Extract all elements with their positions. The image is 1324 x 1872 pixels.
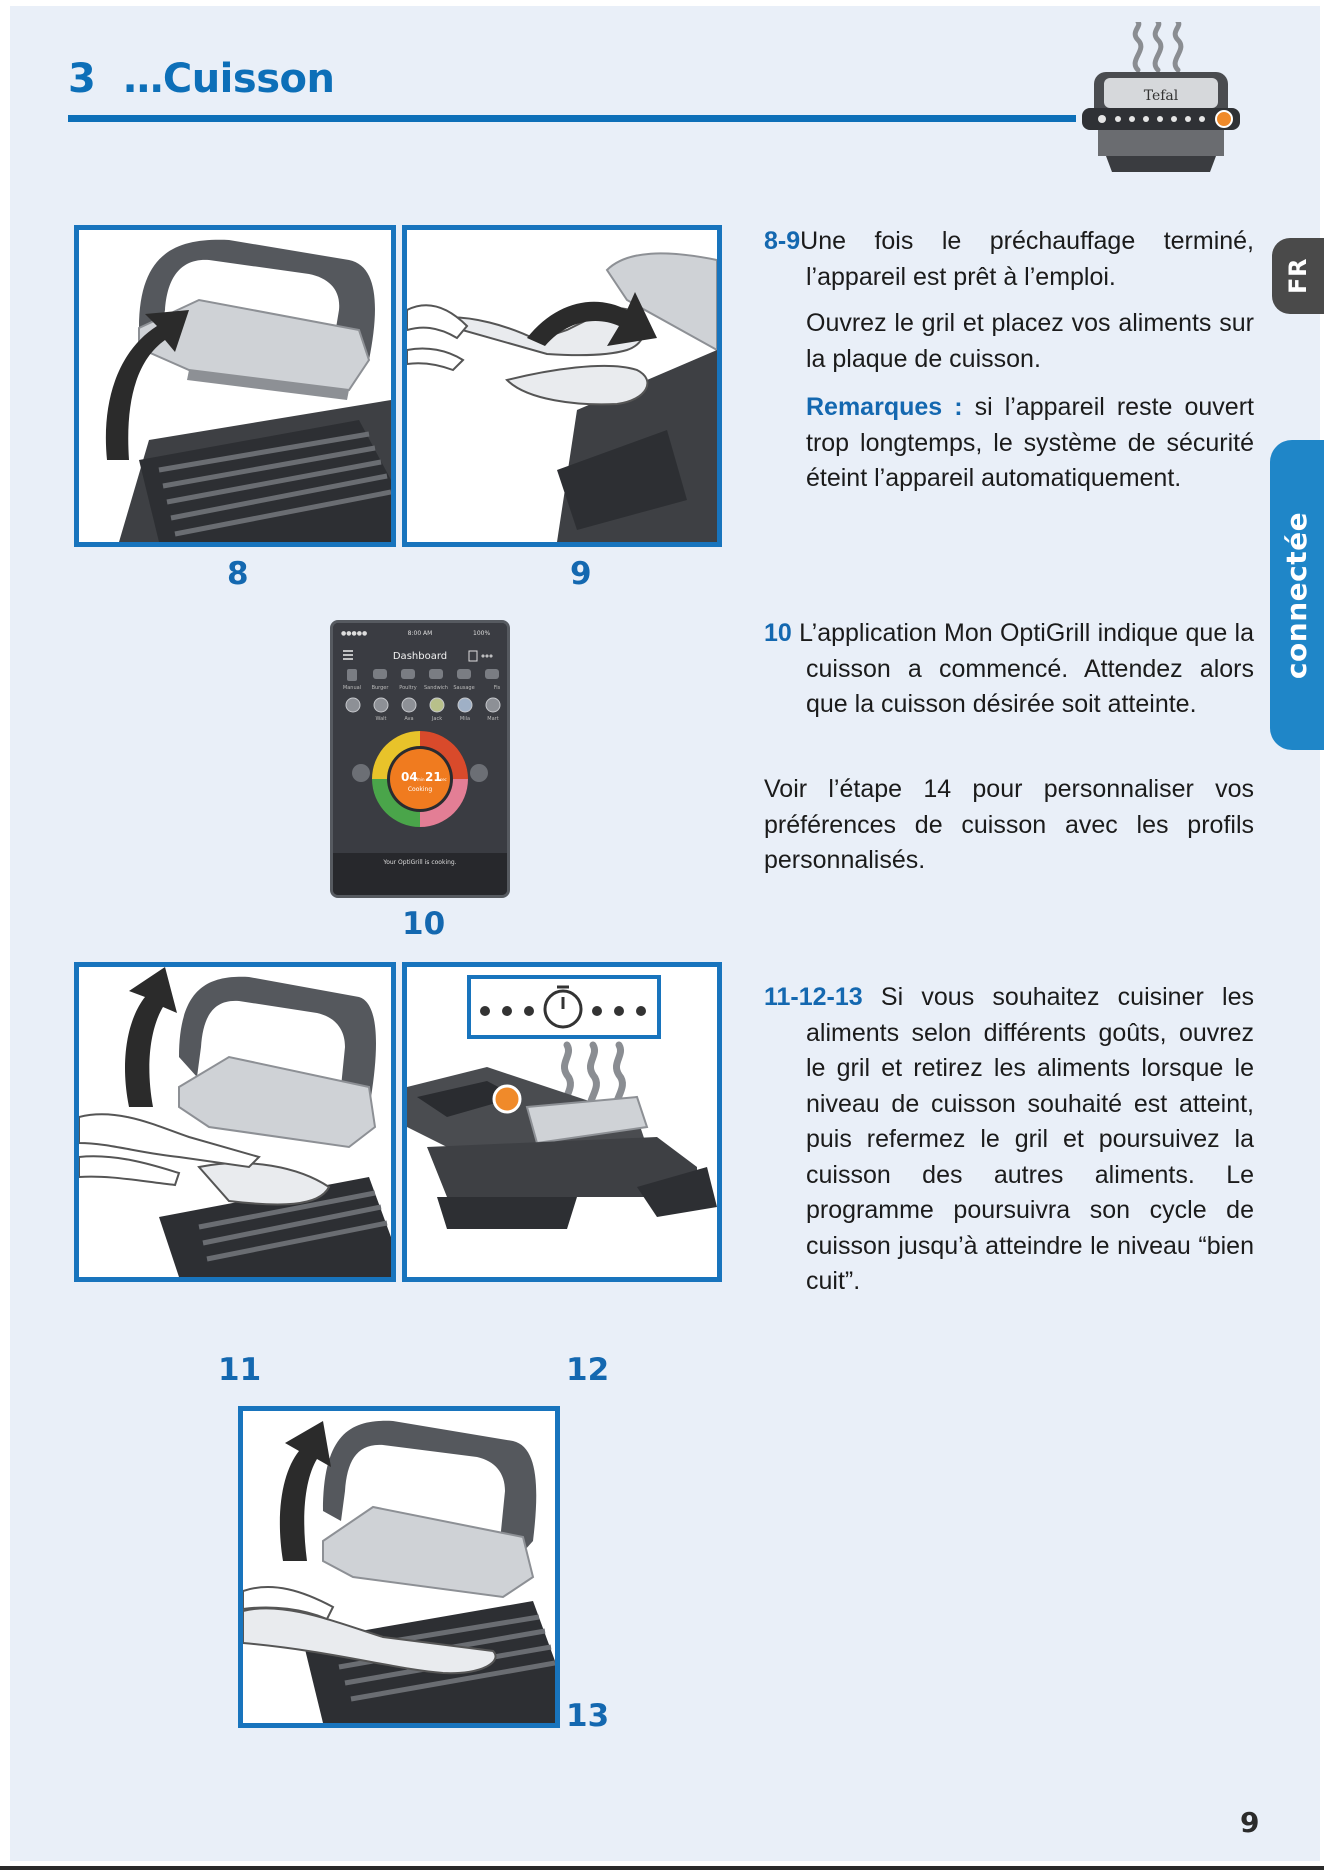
phone-time: 8:00 AM — [408, 630, 433, 637]
profile-mila[interactable]: Mila — [460, 716, 470, 722]
category-icons[interactable] — [347, 669, 499, 681]
figure-number-10: 10 — [402, 906, 446, 942]
step-10-text: L’application Mon OptiGrill indique que … — [791, 619, 1254, 718]
timer-seconds: 21 — [425, 770, 442, 784]
figure-number-12: 12 — [566, 1352, 610, 1388]
remarks-label: Remarques : — [806, 393, 963, 421]
profile-walt[interactable]: Walt — [375, 716, 386, 722]
category-fish[interactable]: Fis — [494, 685, 501, 691]
paragraph-step-8-9: 8-9Une fois le préchauffage terminé, l’a… — [764, 224, 1254, 295]
figure-number-11: 11 — [218, 1352, 262, 1388]
figure-number-9: 9 — [570, 556, 592, 592]
step-10-number: 10 — [764, 619, 792, 647]
menu-icon[interactable] — [343, 650, 353, 660]
timer-status: Cooking — [408, 786, 432, 793]
grill-brand-label: Tefal — [1144, 88, 1179, 104]
section-tab: connectée — [1270, 440, 1324, 750]
paragraph-step-10: 10 L’application Mon OptiGrill indique q… — [764, 616, 1254, 723]
timer-minutes-unit: min — [417, 777, 425, 782]
paragraph-open-grill: Ouvrez le gril et placez vos aliments su… — [806, 309, 1254, 373]
profile-mart[interactable]: Mart — [487, 716, 498, 722]
step-8-9-number: 8-9 — [764, 227, 801, 255]
timer-minutes: 04 — [401, 770, 418, 784]
section-tab-label: connectée — [1280, 511, 1314, 679]
section-number: 3 — [68, 56, 96, 102]
profile-ava[interactable]: Ava — [404, 716, 413, 722]
figure-number-8: 8 — [227, 556, 249, 592]
phone-battery: 100% — [473, 630, 490, 637]
profile-avatars[interactable] — [345, 697, 501, 713]
category-burger[interactable]: Burger — [372, 685, 390, 691]
timer-icon — [543, 985, 583, 1029]
paragraph-remarks: Remarques : si l’appareil reste ouvert t… — [764, 390, 1254, 497]
category-sausage[interactable]: Sausage — [453, 685, 474, 691]
page-number: 9 — [1240, 1806, 1260, 1839]
section-title: …Cuisson — [123, 56, 335, 102]
doneness-dial — [372, 731, 468, 827]
page-title: 3 …Cuisson — [68, 56, 335, 102]
bottom-rule — [0, 1866, 1324, 1870]
figure-9-place-food — [402, 225, 722, 547]
language-tab: FR — [1272, 238, 1324, 314]
timer-seconds-unit: sec — [440, 777, 447, 782]
phone-app-screen: ●●●●● 8:00 AM 100% Dashboard Manual Burg… — [330, 620, 510, 898]
step-11-12-13-number: 11-12-13 — [764, 983, 863, 1011]
step-8-9-text: Une fois le préchauffage terminé, l’appa… — [800, 227, 1254, 291]
category-sandwich[interactable]: Sandwich — [424, 685, 448, 691]
figure-8-open-grill — [74, 225, 396, 547]
phone-carrier: ●●●●● — [341, 630, 367, 637]
figure-number-13: 13 — [566, 1698, 610, 1734]
phone-dashboard-title: Dashboard — [393, 651, 447, 662]
paragraph-step-11-12-13: 11-12-13 Si vous souhaitez cuisiner les … — [764, 980, 1254, 1300]
grill-header-illustration: Tefal — [1082, 22, 1240, 172]
category-poultry[interactable]: Poultry — [399, 685, 416, 691]
category-manual[interactable]: Manual — [343, 685, 361, 691]
profile-jack[interactable]: Jack — [431, 716, 442, 722]
phone-device-icon — [468, 650, 493, 662]
figure-11-remove-food — [74, 962, 396, 1282]
step-11-12-13-text: Si vous souhaitez cuisiner les aliments … — [806, 983, 1254, 1295]
remarks-text: si l’appareil reste ouvert trop longtemp… — [806, 393, 1254, 492]
paragraph-step-14-reference: Voir l’étape 14 pour personnaliser vos p… — [764, 775, 1254, 874]
figure-13-reopen-grill — [238, 1406, 560, 1728]
header-rule — [68, 115, 1076, 122]
language-tab-label: FR — [1284, 258, 1312, 294]
phone-status-text: Your OptiGrill is cooking. — [382, 859, 456, 866]
figure-12-close-grill — [402, 962, 722, 1282]
